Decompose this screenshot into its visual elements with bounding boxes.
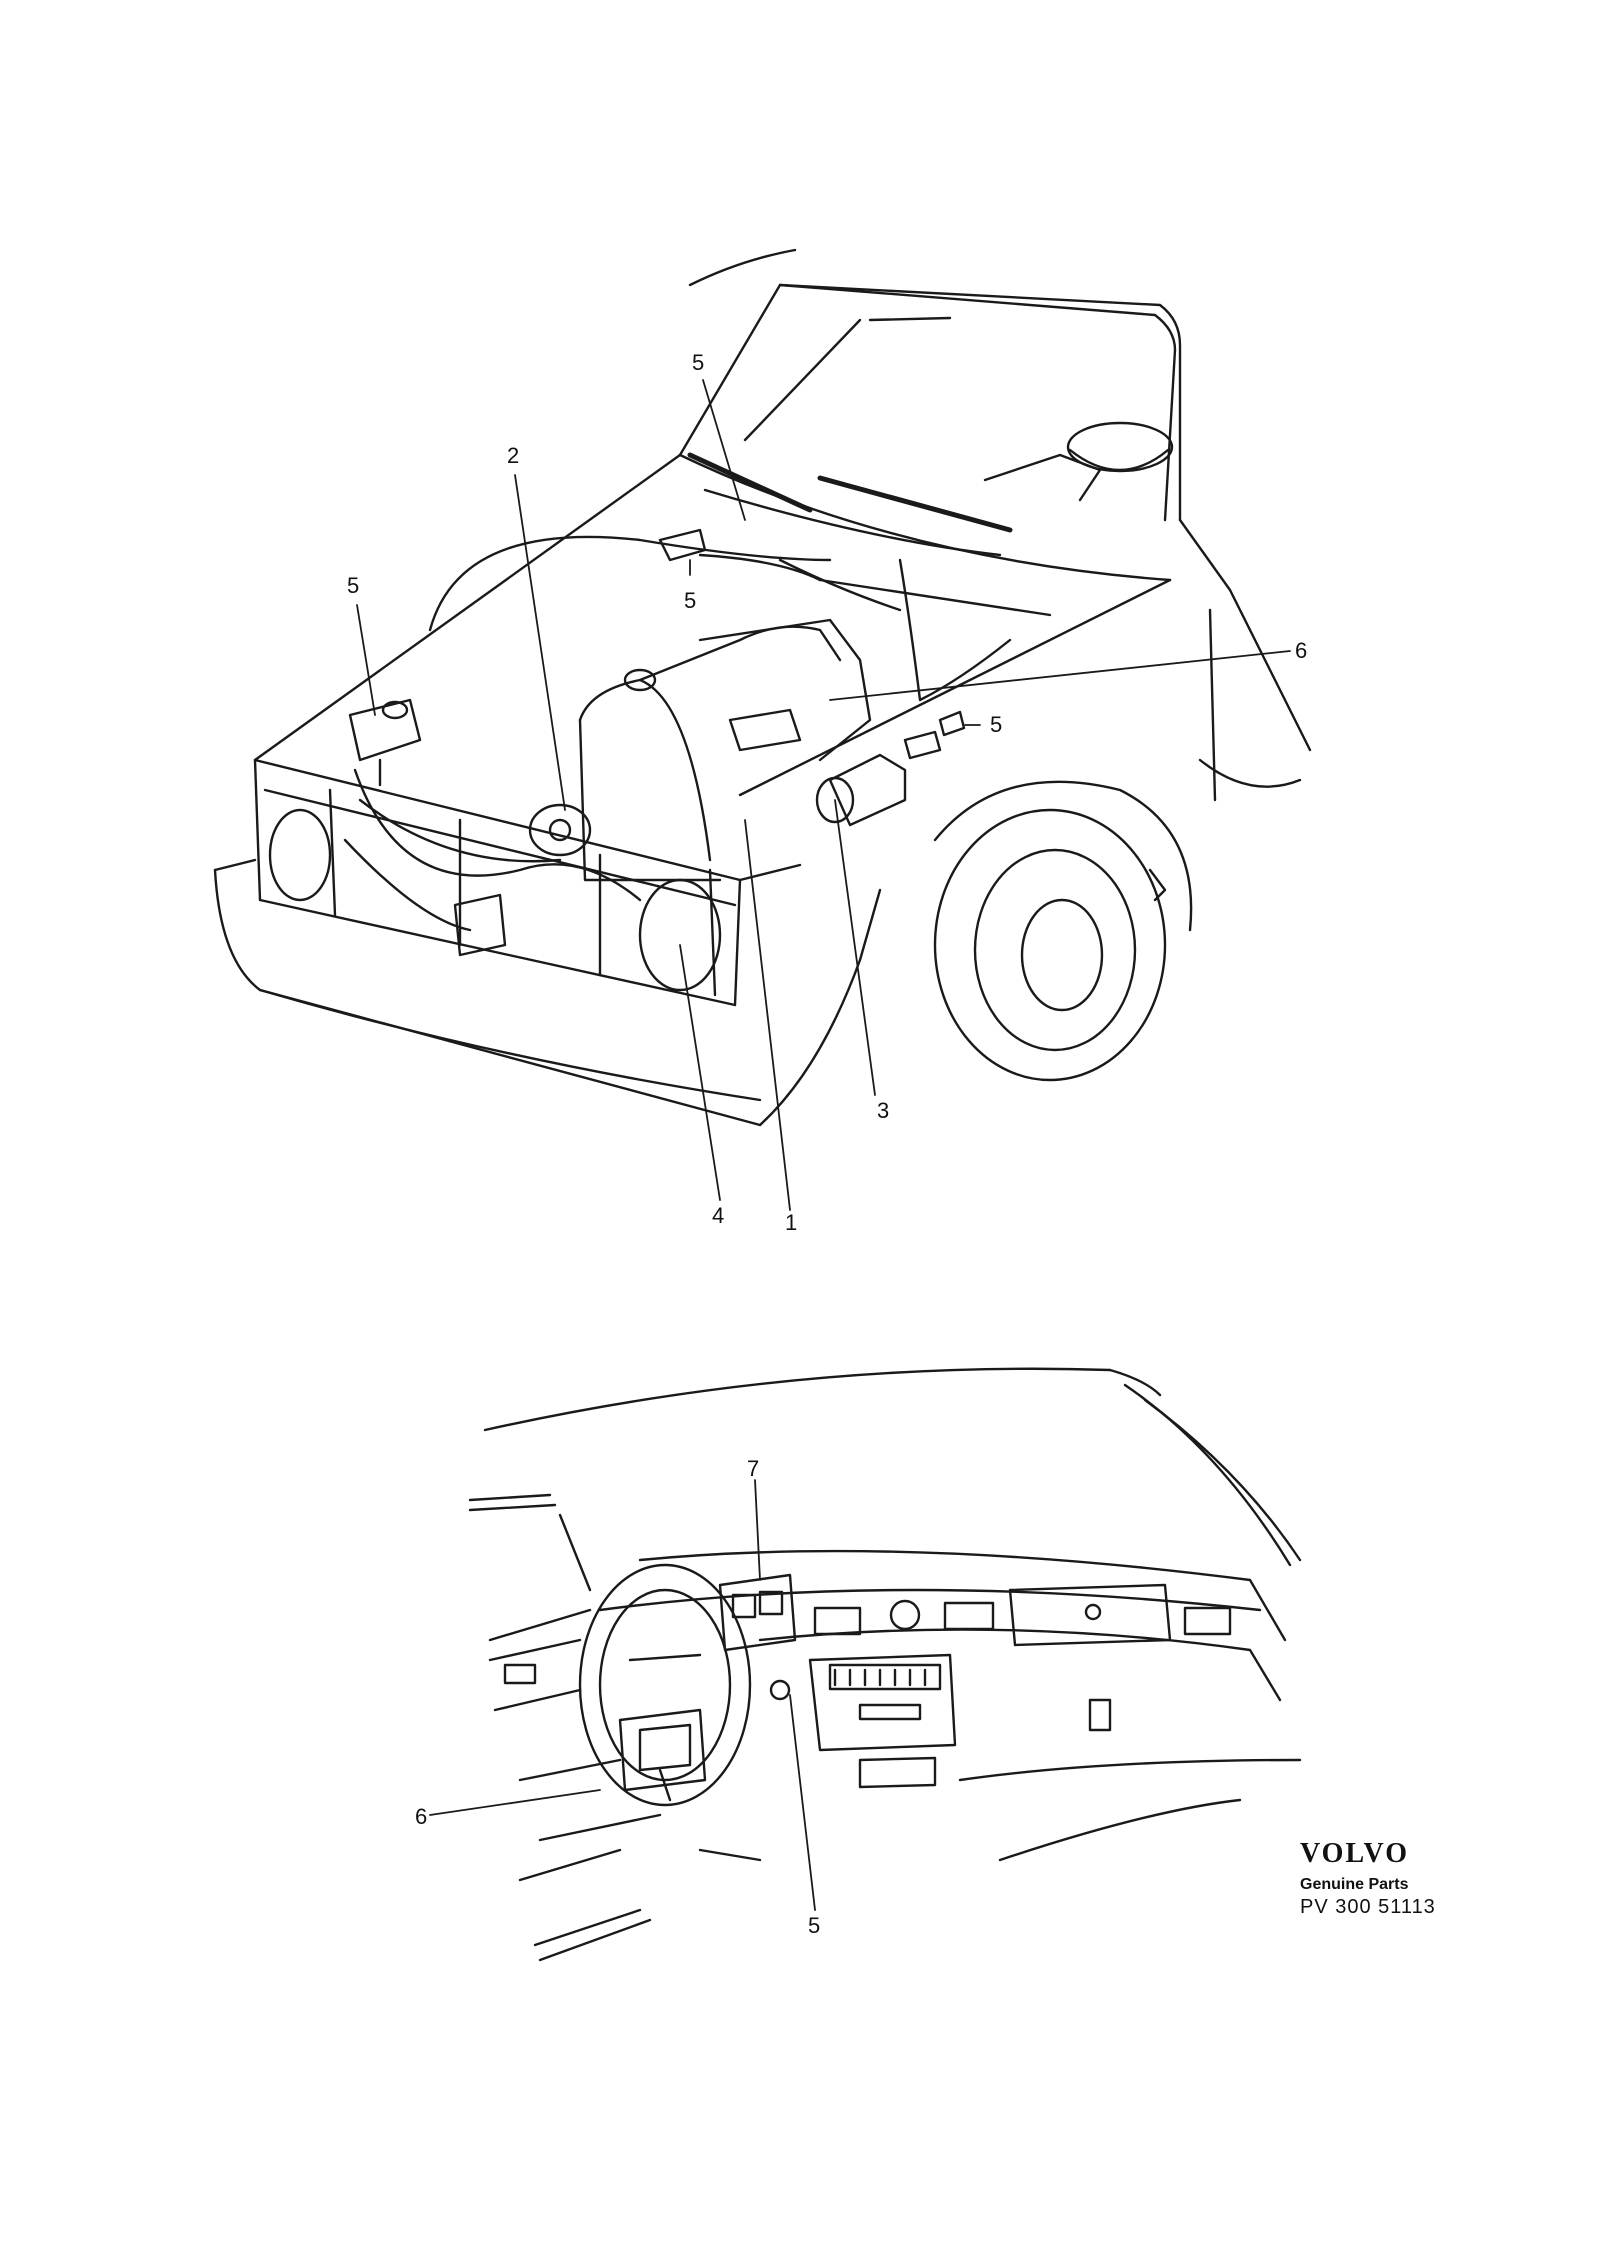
callout-label: 1: [785, 1210, 798, 1235]
brand-subtitle: Genuine Parts: [1300, 1876, 1409, 1893]
callout-label: 5: [808, 1913, 821, 1938]
volvo-logo: VOLVO: [1300, 1838, 1409, 1869]
callout-label: 6: [415, 1804, 428, 1829]
part-code: PV 300 51113: [1300, 1896, 1436, 1918]
callout-label: 5: [990, 712, 1003, 737]
callout-label: 7: [747, 1456, 760, 1481]
dashboard-illustration: [468, 1367, 1302, 1962]
callout-label: 3: [877, 1098, 890, 1123]
leader-lines-top: [356, 379, 1291, 1211]
callout-label: 5: [692, 350, 705, 375]
callout-label: 4: [712, 1203, 725, 1228]
callout-label: 2: [507, 443, 520, 468]
leader-lines-bottom: [429, 1479, 816, 1911]
callout-label: 5: [684, 588, 697, 613]
callout-label: 6: [1295, 638, 1308, 663]
callout-label: 5: [347, 573, 360, 598]
brand-block: VOLVO Genuine Parts PV 300 51113: [1300, 1838, 1480, 1919]
car-front-illustration: [213, 248, 1312, 1127]
